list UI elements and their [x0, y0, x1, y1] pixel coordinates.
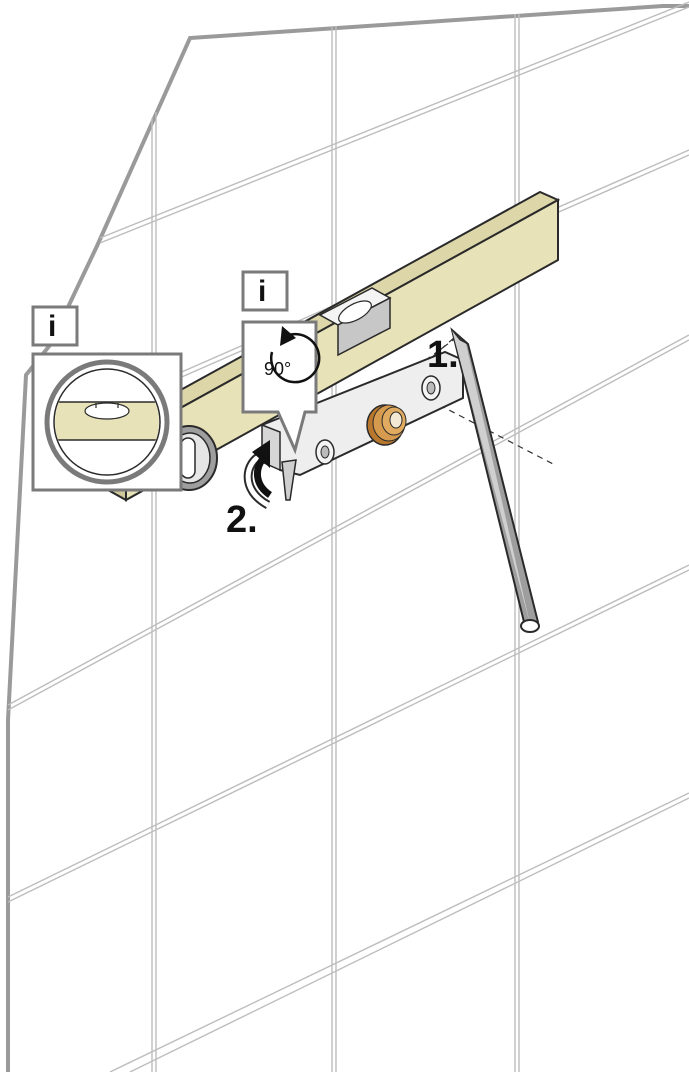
rotation-callout: i 90°: [241, 270, 321, 455]
callout-box: [241, 320, 318, 455]
bubble-vial-icon: [55, 401, 159, 441]
step-1-label: 1.: [427, 334, 459, 376]
pencil-icon: [450, 327, 540, 633]
info-badge-main: [241, 270, 289, 312]
brass-fitting: [366, 404, 407, 446]
bubble-vial-inset: i: [31, 305, 183, 492]
tile-grid: [7, 1, 689, 1072]
info-icon: i: [258, 275, 266, 308]
rotate-ccw-icon: [270, 332, 321, 384]
level-vial: [318, 287, 392, 357]
rotation-angle: 90°: [264, 359, 291, 379]
wall-bracket: [260, 350, 464, 477]
wall-outline: [6, 4, 689, 1072]
step-2-label: 2.: [226, 499, 258, 541]
info-badge-inset: [31, 305, 79, 347]
info-icon: i: [48, 310, 56, 343]
rotate-arrow-icon: [243, 440, 297, 509]
wall: [6, 4, 689, 1072]
